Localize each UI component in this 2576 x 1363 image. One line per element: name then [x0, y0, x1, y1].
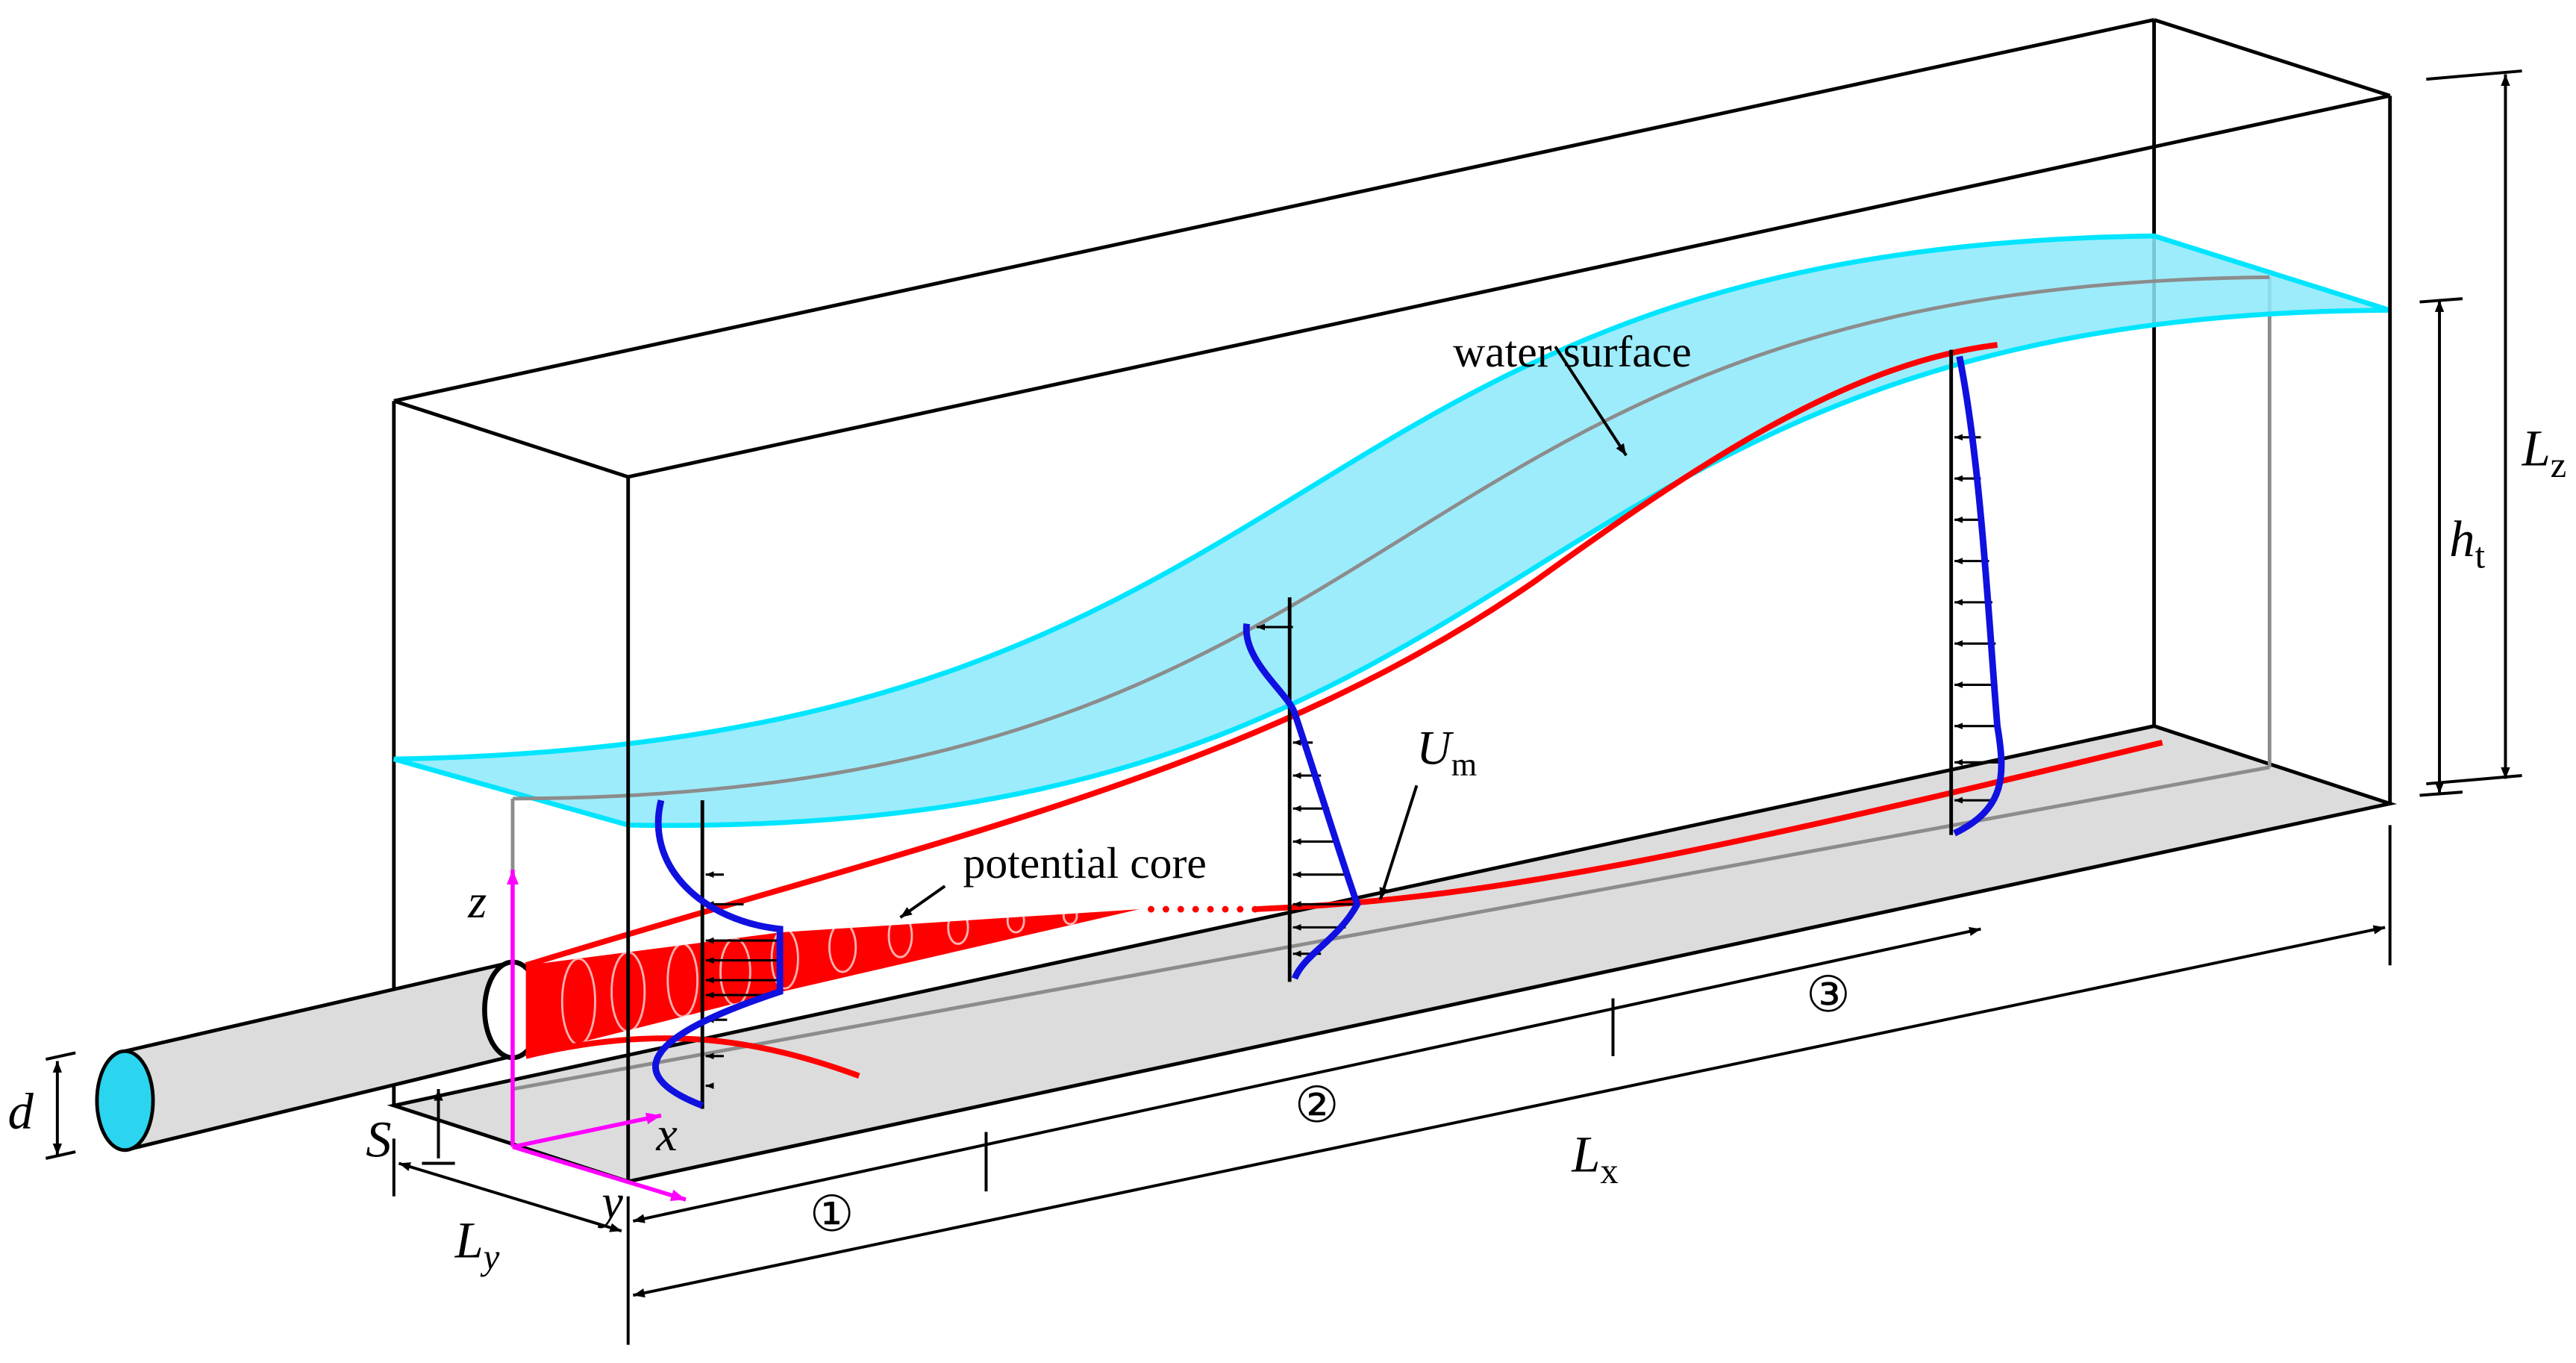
axis-x-label: x — [655, 1108, 677, 1161]
lx-label: Lx — [1571, 1126, 1618, 1191]
um-label: Um — [1416, 722, 1477, 783]
zone-2-label: ② — [1295, 1079, 1339, 1133]
s-label: S — [366, 1111, 391, 1168]
ly-label: Ly — [454, 1212, 500, 1277]
zone-1-label: ① — [810, 1188, 854, 1242]
axis-y-label: y — [597, 1175, 623, 1228]
flume-front-edges — [393, 93, 2392, 1182]
d-label: d — [8, 1083, 34, 1140]
jet-upper-boundary — [525, 342, 1998, 968]
velocity-profile-3 — [1949, 349, 2005, 837]
potential-core-label: potential core — [963, 838, 1207, 888]
water-surface-label: water surface — [1453, 327, 1692, 376]
axis-z-label: z — [467, 875, 487, 928]
lz-label: Lz — [2522, 419, 2567, 484]
pipe-inlet-face — [95, 1049, 155, 1153]
water-surface-far-edge — [512, 275, 2270, 801]
zone-3-label: ③ — [1806, 968, 1850, 1023]
ht-label: ht — [2449, 511, 2485, 576]
dimension-lines — [45, 69, 2522, 1345]
water-surface — [393, 233, 2391, 829]
